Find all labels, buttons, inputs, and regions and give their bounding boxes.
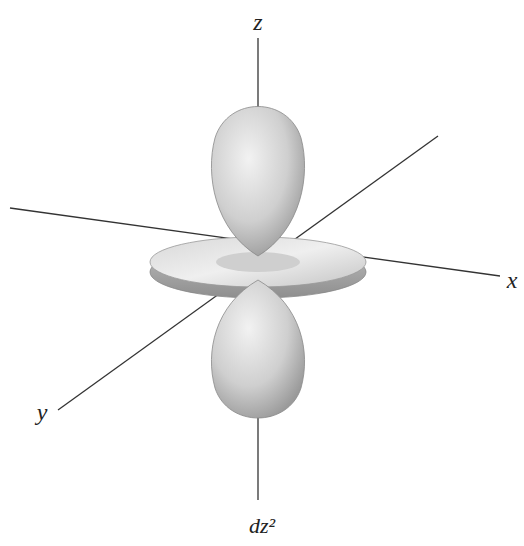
lower-lobe bbox=[211, 280, 304, 418]
axis-label: x bbox=[507, 268, 518, 292]
axis-label: z bbox=[253, 10, 262, 34]
axis-label: y bbox=[37, 400, 48, 424]
orbital-caption: dz² bbox=[249, 515, 275, 537]
upper-lobe bbox=[211, 107, 304, 257]
axis-lines bbox=[10, 38, 500, 500]
